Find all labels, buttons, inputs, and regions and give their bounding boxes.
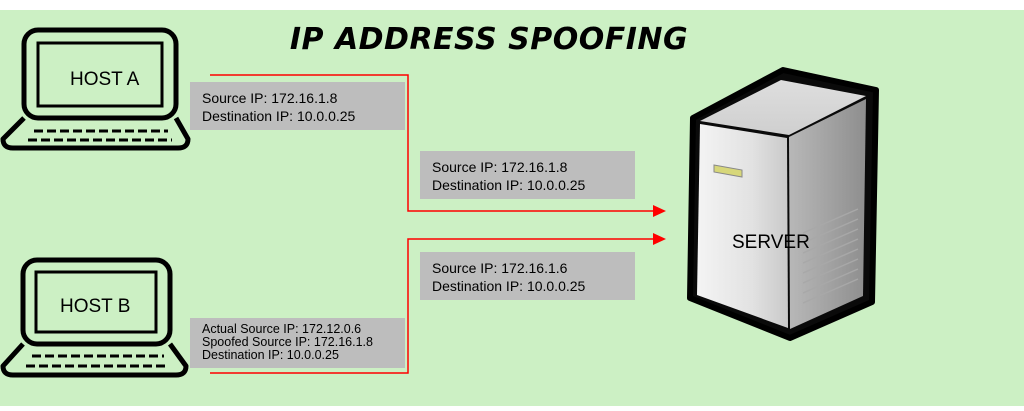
server-packet-b-destination-ip: Destination IP: 10.0.0.25 xyxy=(432,278,586,294)
server-packet-a-source-ip: Source IP: 172.16.1.8 xyxy=(432,159,568,175)
host-a-source-ip: Source IP: 172.16.1.8 xyxy=(202,90,338,106)
host-a-packet-box: Source IP: 172.16.1.8 Destination IP: 10… xyxy=(190,82,405,130)
host-a-laptop-icon xyxy=(0,27,191,151)
server-label: SERVER xyxy=(732,232,810,253)
host-b-destination-ip: Destination IP: 10.0.0.25 xyxy=(202,348,339,362)
host-a-destination-ip: Destination IP: 10.0.0.25 xyxy=(202,108,356,124)
host-b-packet-box: Actual Source IP: 172.12.0.6 Spoofed Sou… xyxy=(190,318,405,368)
host-a-label: HOST A xyxy=(70,69,140,90)
server-packet-from-b-box: Source IP: 172.16.1.6 Destination IP: 10… xyxy=(420,252,635,300)
host-b-actual-source-ip: Actual Source IP: 172.12.0.6 xyxy=(202,322,362,336)
route-b-arrow xyxy=(210,233,666,374)
server-packet-a-destination-ip: Destination IP: 10.0.0.25 xyxy=(432,177,586,193)
diagram-title: IP ADDRESS SPOOFING xyxy=(289,22,689,57)
host-b-laptop-icon xyxy=(0,257,189,378)
server-packet-b-source-ip: Source IP: 172.16.1.6 xyxy=(432,260,568,276)
host-b-label: HOST B xyxy=(60,296,131,317)
server-packet-from-a-box: Source IP: 172.16.1.8 Destination IP: 10… xyxy=(420,151,635,199)
server-icon xyxy=(687,67,879,341)
route-a-arrow xyxy=(210,74,666,217)
host-b-spoofed-source-ip: Spoofed Source IP: 172.16.1.8 xyxy=(202,335,373,349)
